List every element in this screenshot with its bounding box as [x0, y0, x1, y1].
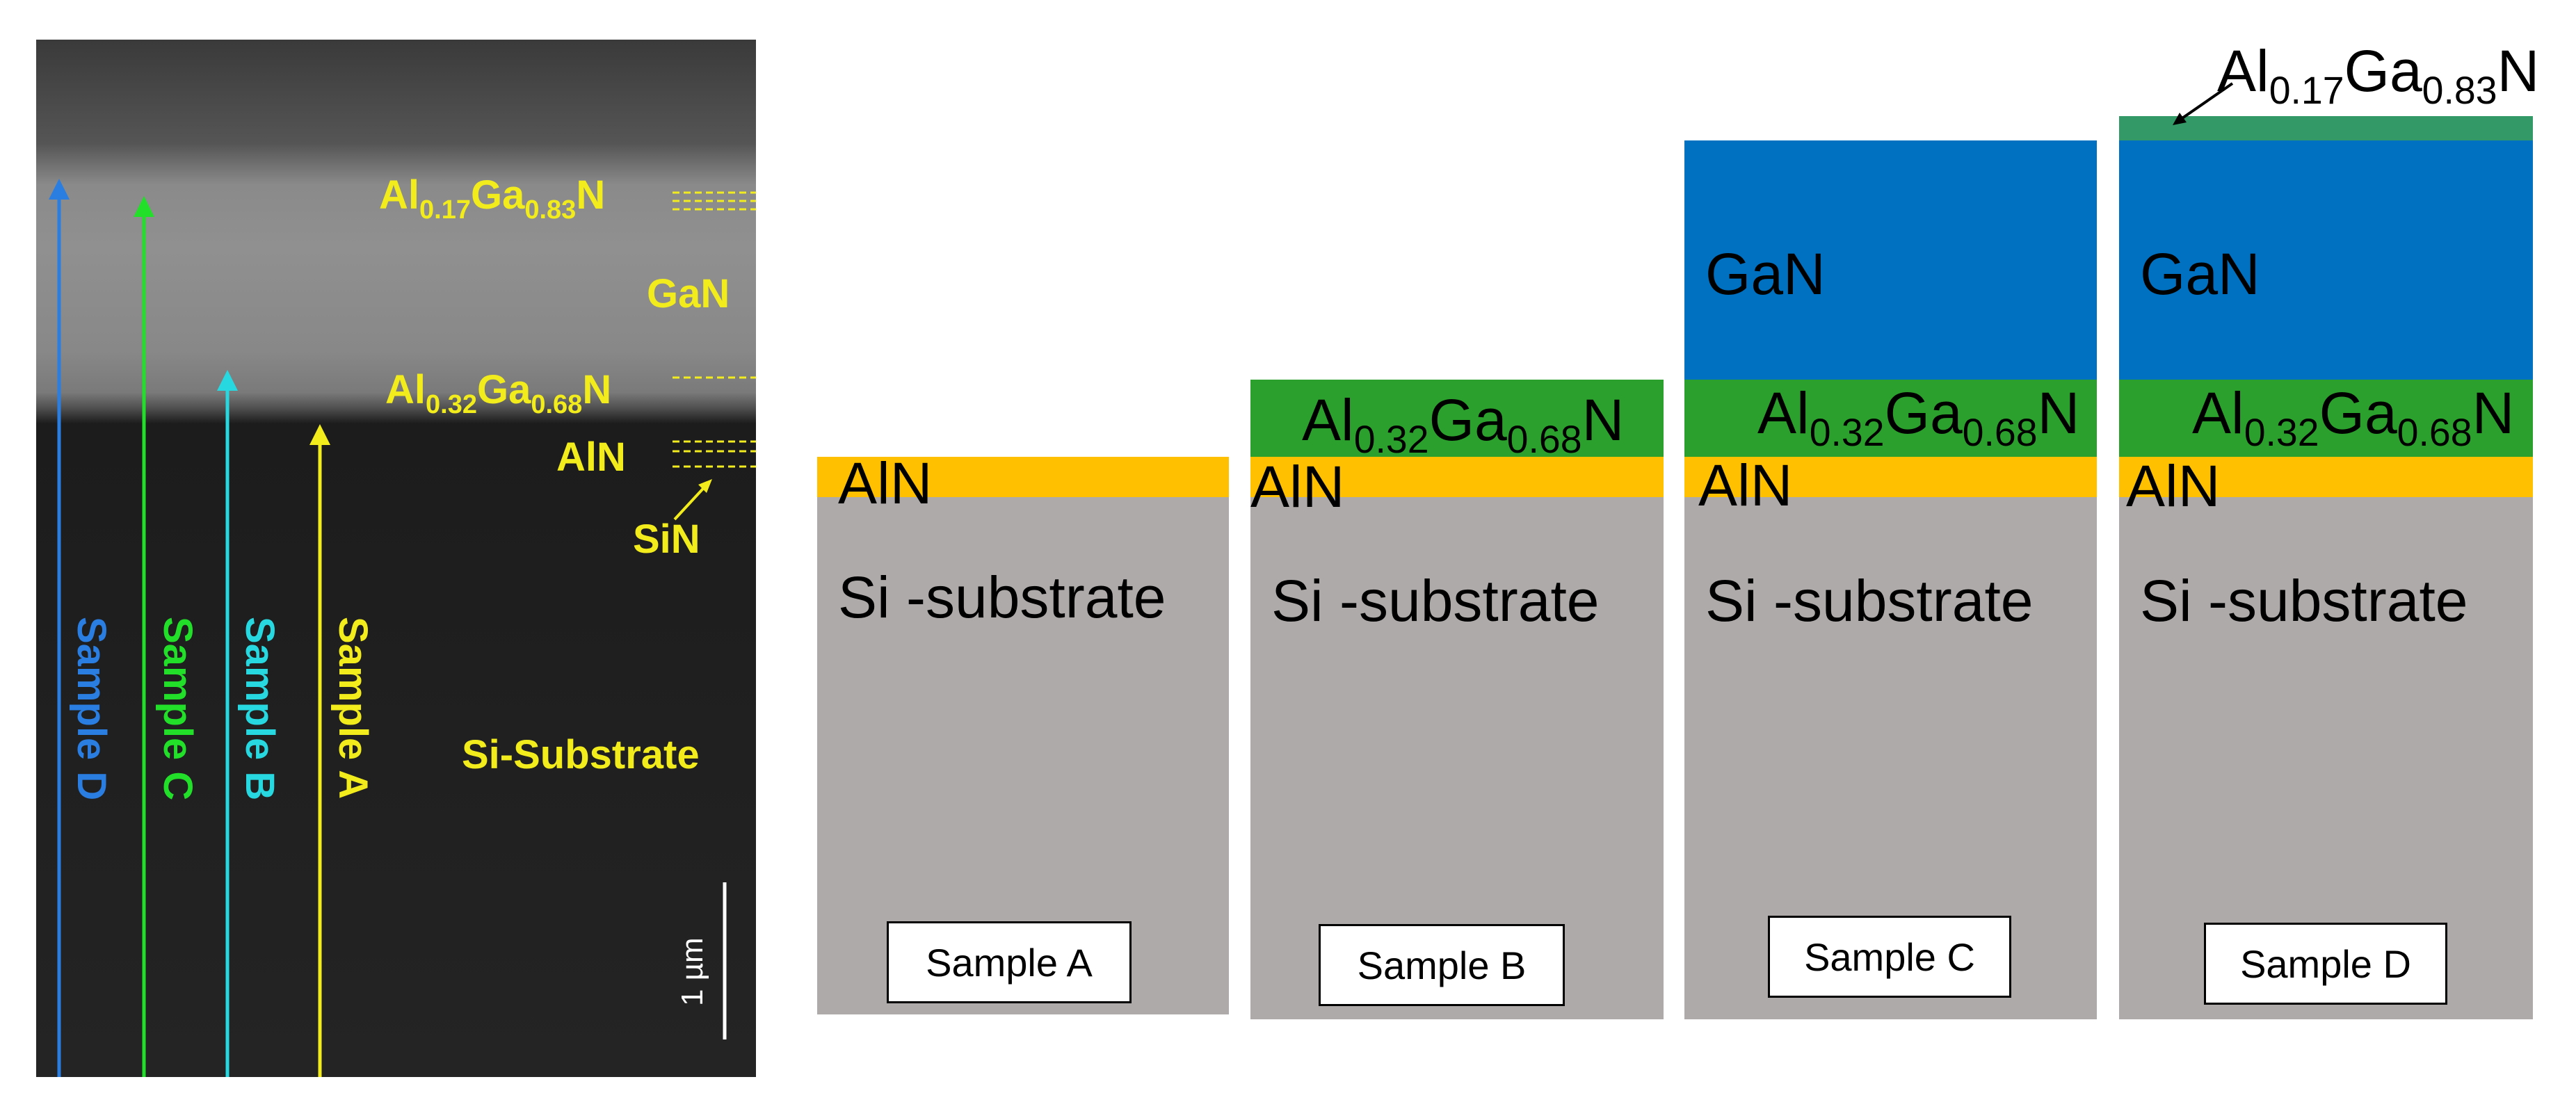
gan-layer — [2119, 140, 2533, 380]
schematic-sample-c: GaN Al0.32Ga0.68N AlN Si -substrate Samp… — [1684, 140, 2097, 1019]
sample-c-arrow-label: Sample C — [155, 617, 200, 800]
schematic-sample-d: GaN Al0.32Ga0.68N AlN Si -substrate Samp… — [2119, 116, 2533, 1019]
aln-layer — [1684, 457, 2097, 497]
algan-label: Al0.32Ga0.68N — [2192, 380, 2515, 454]
sem-label-mid-algan: Al0.32Ga0.68N — [385, 367, 611, 419]
algan-label: Al0.32Ga0.68N — [1302, 387, 1625, 461]
gan-label: GaN — [1705, 241, 1826, 307]
algan-label: Al0.32Ga0.68N — [1757, 380, 2080, 454]
gan-layer — [1684, 140, 2097, 380]
top-algan-pointer-arrow — [2173, 82, 2234, 125]
sample-name-box: Sample C — [1768, 916, 2011, 998]
sem-background — [36, 40, 756, 1077]
substrate-label: Si -substrate — [838, 565, 1166, 630]
schematic-sample-a: AlN Si -substrate Sample A — [817, 451, 1229, 1014]
sem-label-sin: SiN — [633, 517, 700, 562]
top-algan-layer — [2119, 116, 2533, 140]
substrate-label: Si -substrate — [2140, 568, 2468, 633]
sample-d-arrow-label: Sample D — [69, 617, 114, 800]
algan-layer — [1250, 380, 1664, 457]
sample-name-box: Sample D — [2204, 923, 2447, 1005]
aln-layer — [817, 457, 1229, 497]
substrate-label: Si -substrate — [1705, 568, 2034, 633]
aln-label: AlN — [1250, 454, 1345, 519]
scale-bar-label: 1 µm — [675, 937, 709, 1006]
top-algan-label: Al0.17Ga0.83N — [2217, 38, 2540, 112]
algan-layer — [1684, 380, 2097, 457]
sem-label-substrate: Si-Substrate — [462, 732, 700, 777]
aln-label: AlN — [2126, 453, 2221, 519]
sem-overlay: Sample D Sample C Sample B Sample A Al0.… — [36, 40, 756, 1077]
sem-label-top-algan: Al0.17Ga0.83N — [379, 172, 605, 225]
sample-name-box: Sample A — [887, 921, 1132, 1003]
algan-layer — [2119, 380, 2533, 457]
sem-cross-section-image: Sample D Sample C Sample B Sample A Al0.… — [36, 40, 756, 1077]
gan-label: GaN — [2140, 241, 2260, 307]
substrate-label: Si -substrate — [1271, 568, 1600, 633]
sem-label-gan: GaN — [647, 271, 730, 316]
schematic-sample-b: Al0.32Ga0.68N AlN Si -substrate Sample B — [1250, 380, 1664, 1019]
aln-label: AlN — [838, 451, 933, 516]
sin-pointer-arrowhead — [698, 479, 712, 493]
interface-dashed-lines — [673, 191, 756, 468]
sample-name-box: Sample B — [1319, 924, 1565, 1006]
sample-b-arrow-label: Sample B — [237, 617, 282, 800]
aln-label: AlN — [1698, 453, 1793, 518]
sample-a-arrow-label: Sample A — [330, 617, 376, 799]
aln-layer — [2119, 457, 2533, 497]
aln-layer — [1250, 457, 1664, 497]
sem-label-aln: AlN — [556, 435, 626, 480]
